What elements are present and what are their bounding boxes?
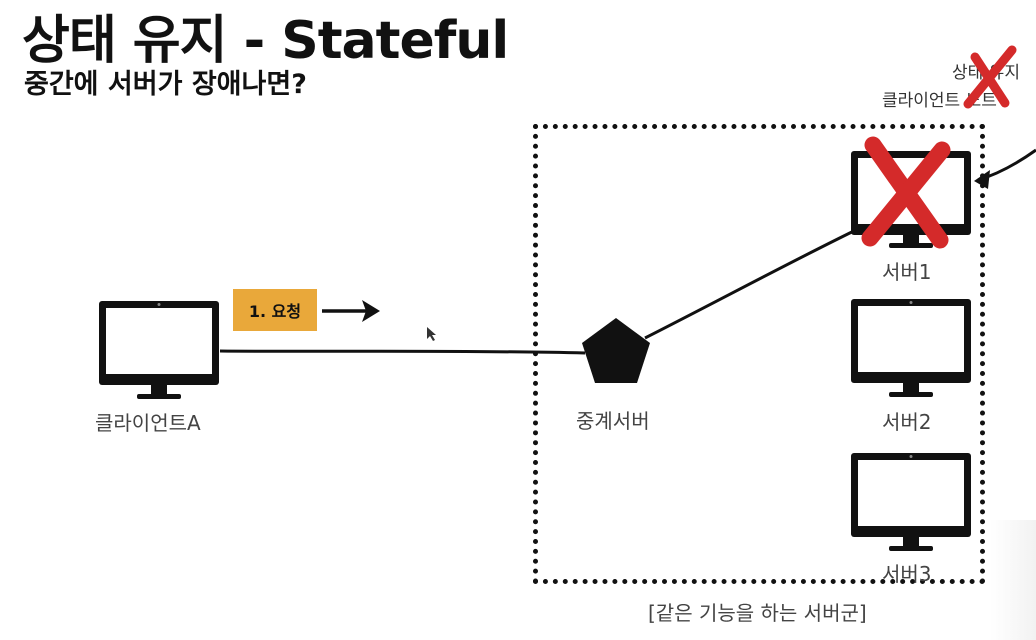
edge-fade [990,520,1036,640]
relay-to-server1-line [644,226,861,340]
server2-monitor-icon [851,299,971,397]
client-to-relay-line [219,349,586,355]
server1-failure-x-icon [861,136,951,249]
relay-label: 중계서버 [576,409,650,433]
page-title: 상태 유지 - Stateful [22,11,509,71]
mouse-cursor-icon [427,327,436,341]
server1-label: 서버1 [882,260,932,284]
incoming-arrow-head [974,170,990,189]
relay-pentagon-icon [582,318,650,383]
request-badge: 1. 요청 [233,289,317,331]
page-subtitle: 중간에 서버가 장애나면? [24,69,307,100]
server3-label: 서버3 [882,562,932,586]
server3-monitor-icon [851,453,971,551]
request-arrow-head [362,300,380,322]
client-monitor-icon [99,301,219,399]
server-group-box [533,124,985,584]
top-note-failure-x-icon [963,45,1017,109]
server2-label: 서버2 [882,410,932,434]
group-caption: [같은 기능을 하는 서버군] [648,601,867,625]
client-label: 클라이언트A [95,411,201,435]
